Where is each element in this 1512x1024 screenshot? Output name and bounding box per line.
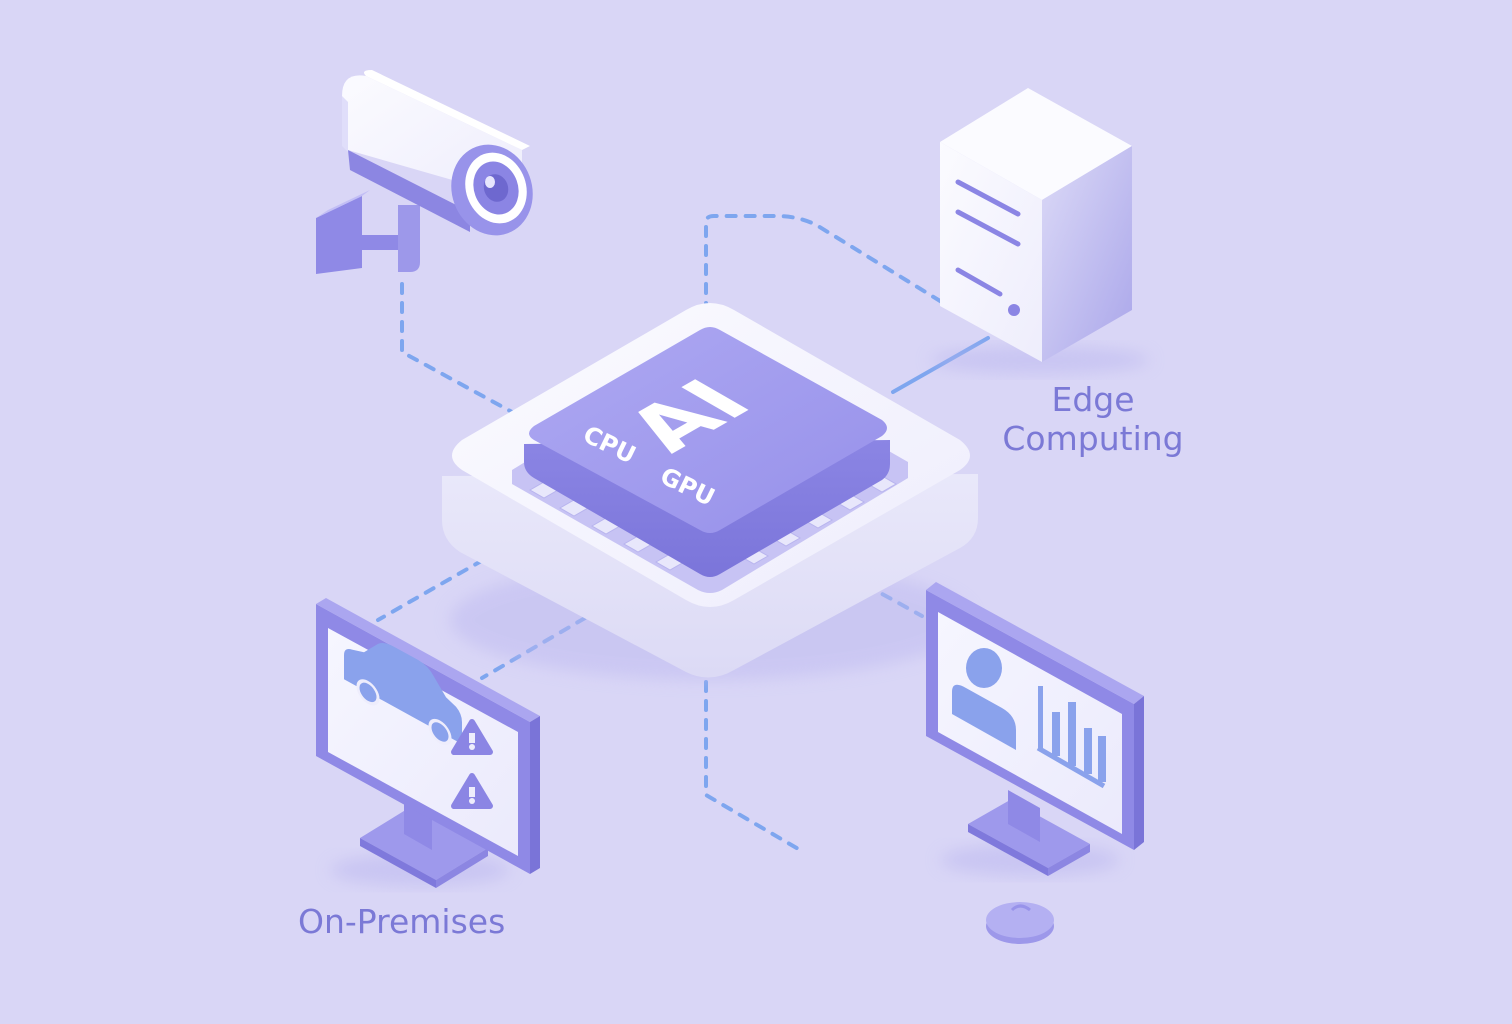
camera-connector (400, 282, 514, 414)
edge-computing-label: Edge Computing (993, 380, 1193, 458)
ai-chip-board: AI CPU GPU (442, 303, 978, 680)
warning-icon (451, 773, 493, 809)
monitor-user-chart-icon (926, 582, 1144, 876)
car-icon (344, 643, 462, 746)
edge-computing-label-line2: Computing (1002, 419, 1184, 458)
on-premises-label: On-Premises (298, 902, 506, 941)
warning-icon (451, 719, 493, 755)
server-slot-1 (955, 179, 1021, 217)
server-slot-2 (955, 209, 1021, 247)
left-monitor-connector-top (376, 558, 485, 622)
server-tower-icon (930, 88, 1150, 374)
server-slot-3 (955, 267, 1003, 297)
server-power-led (1008, 304, 1020, 316)
top-connector (704, 214, 947, 314)
user-icon (952, 648, 1016, 750)
edge-computing-label-line1: Edge (1051, 380, 1135, 419)
bar-chart-icon (1036, 686, 1106, 789)
bottom-connector (704, 680, 802, 852)
monitor-car-warning-icon (316, 598, 540, 888)
mouse-icon (986, 902, 1054, 944)
security-camera-icon (316, 70, 533, 274)
